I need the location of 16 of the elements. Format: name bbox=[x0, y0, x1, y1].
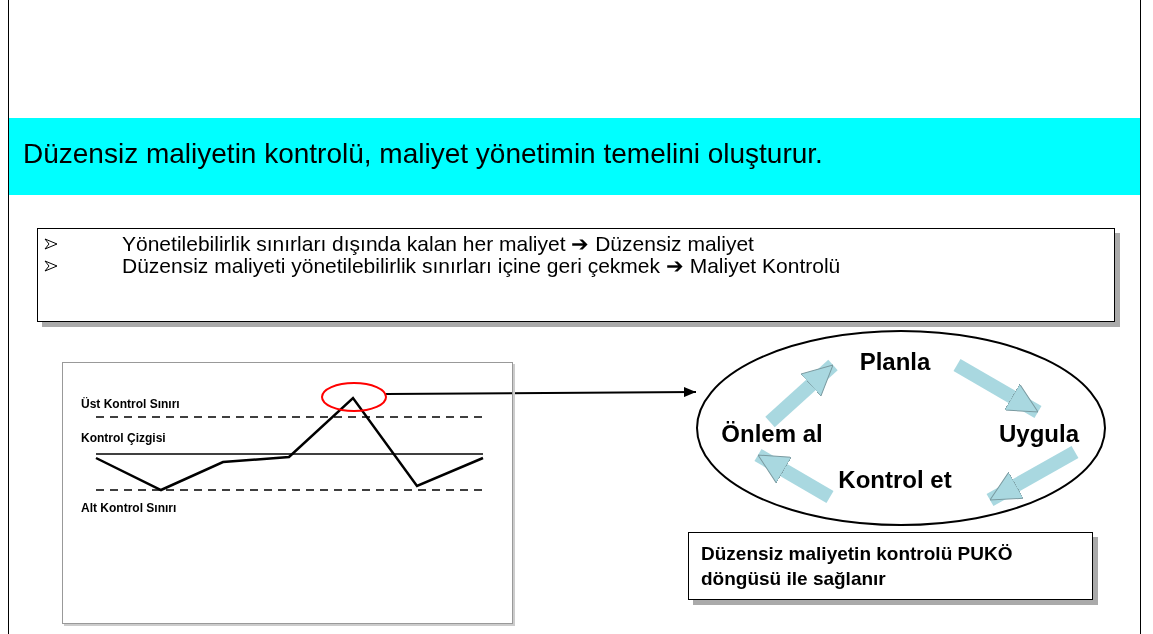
cycle-step: Kontrol et bbox=[830, 466, 960, 526]
arrow bbox=[385, 387, 697, 398]
cycle-step: Planla bbox=[835, 348, 955, 382]
chart-label: Alt Kontrol Sınırı bbox=[81, 501, 177, 515]
cycle-arrow bbox=[953, 358, 1042, 419]
control-chart-drawing bbox=[62, 362, 513, 624]
cycle-step: Uygula bbox=[975, 420, 1103, 454]
title-band: Düzensiz maliyetin kontrolü, maliyet yönetimin temelini oluşturur. bbox=[9, 118, 1140, 195]
bullet-text: Yönetilebilirlik sınırları dışında kalan her maliyet ➔ Düzensiz maliyet bbox=[122, 233, 754, 255]
chart-label: Kontrol Çizgisi bbox=[81, 431, 166, 445]
cycle-arrow bbox=[754, 448, 834, 504]
bullet-text: Düzensiz maliyeti yönetilebilirlik sınırları içine geri çekmek ➔ Maliyet Kontrolü bbox=[122, 255, 841, 277]
cycle-arrow bbox=[986, 445, 1079, 507]
cycle-step: Önlem al bbox=[697, 420, 847, 454]
cycle-arrow bbox=[765, 359, 838, 428]
chart-label: Üst Kontrol Sınırı bbox=[81, 397, 180, 411]
